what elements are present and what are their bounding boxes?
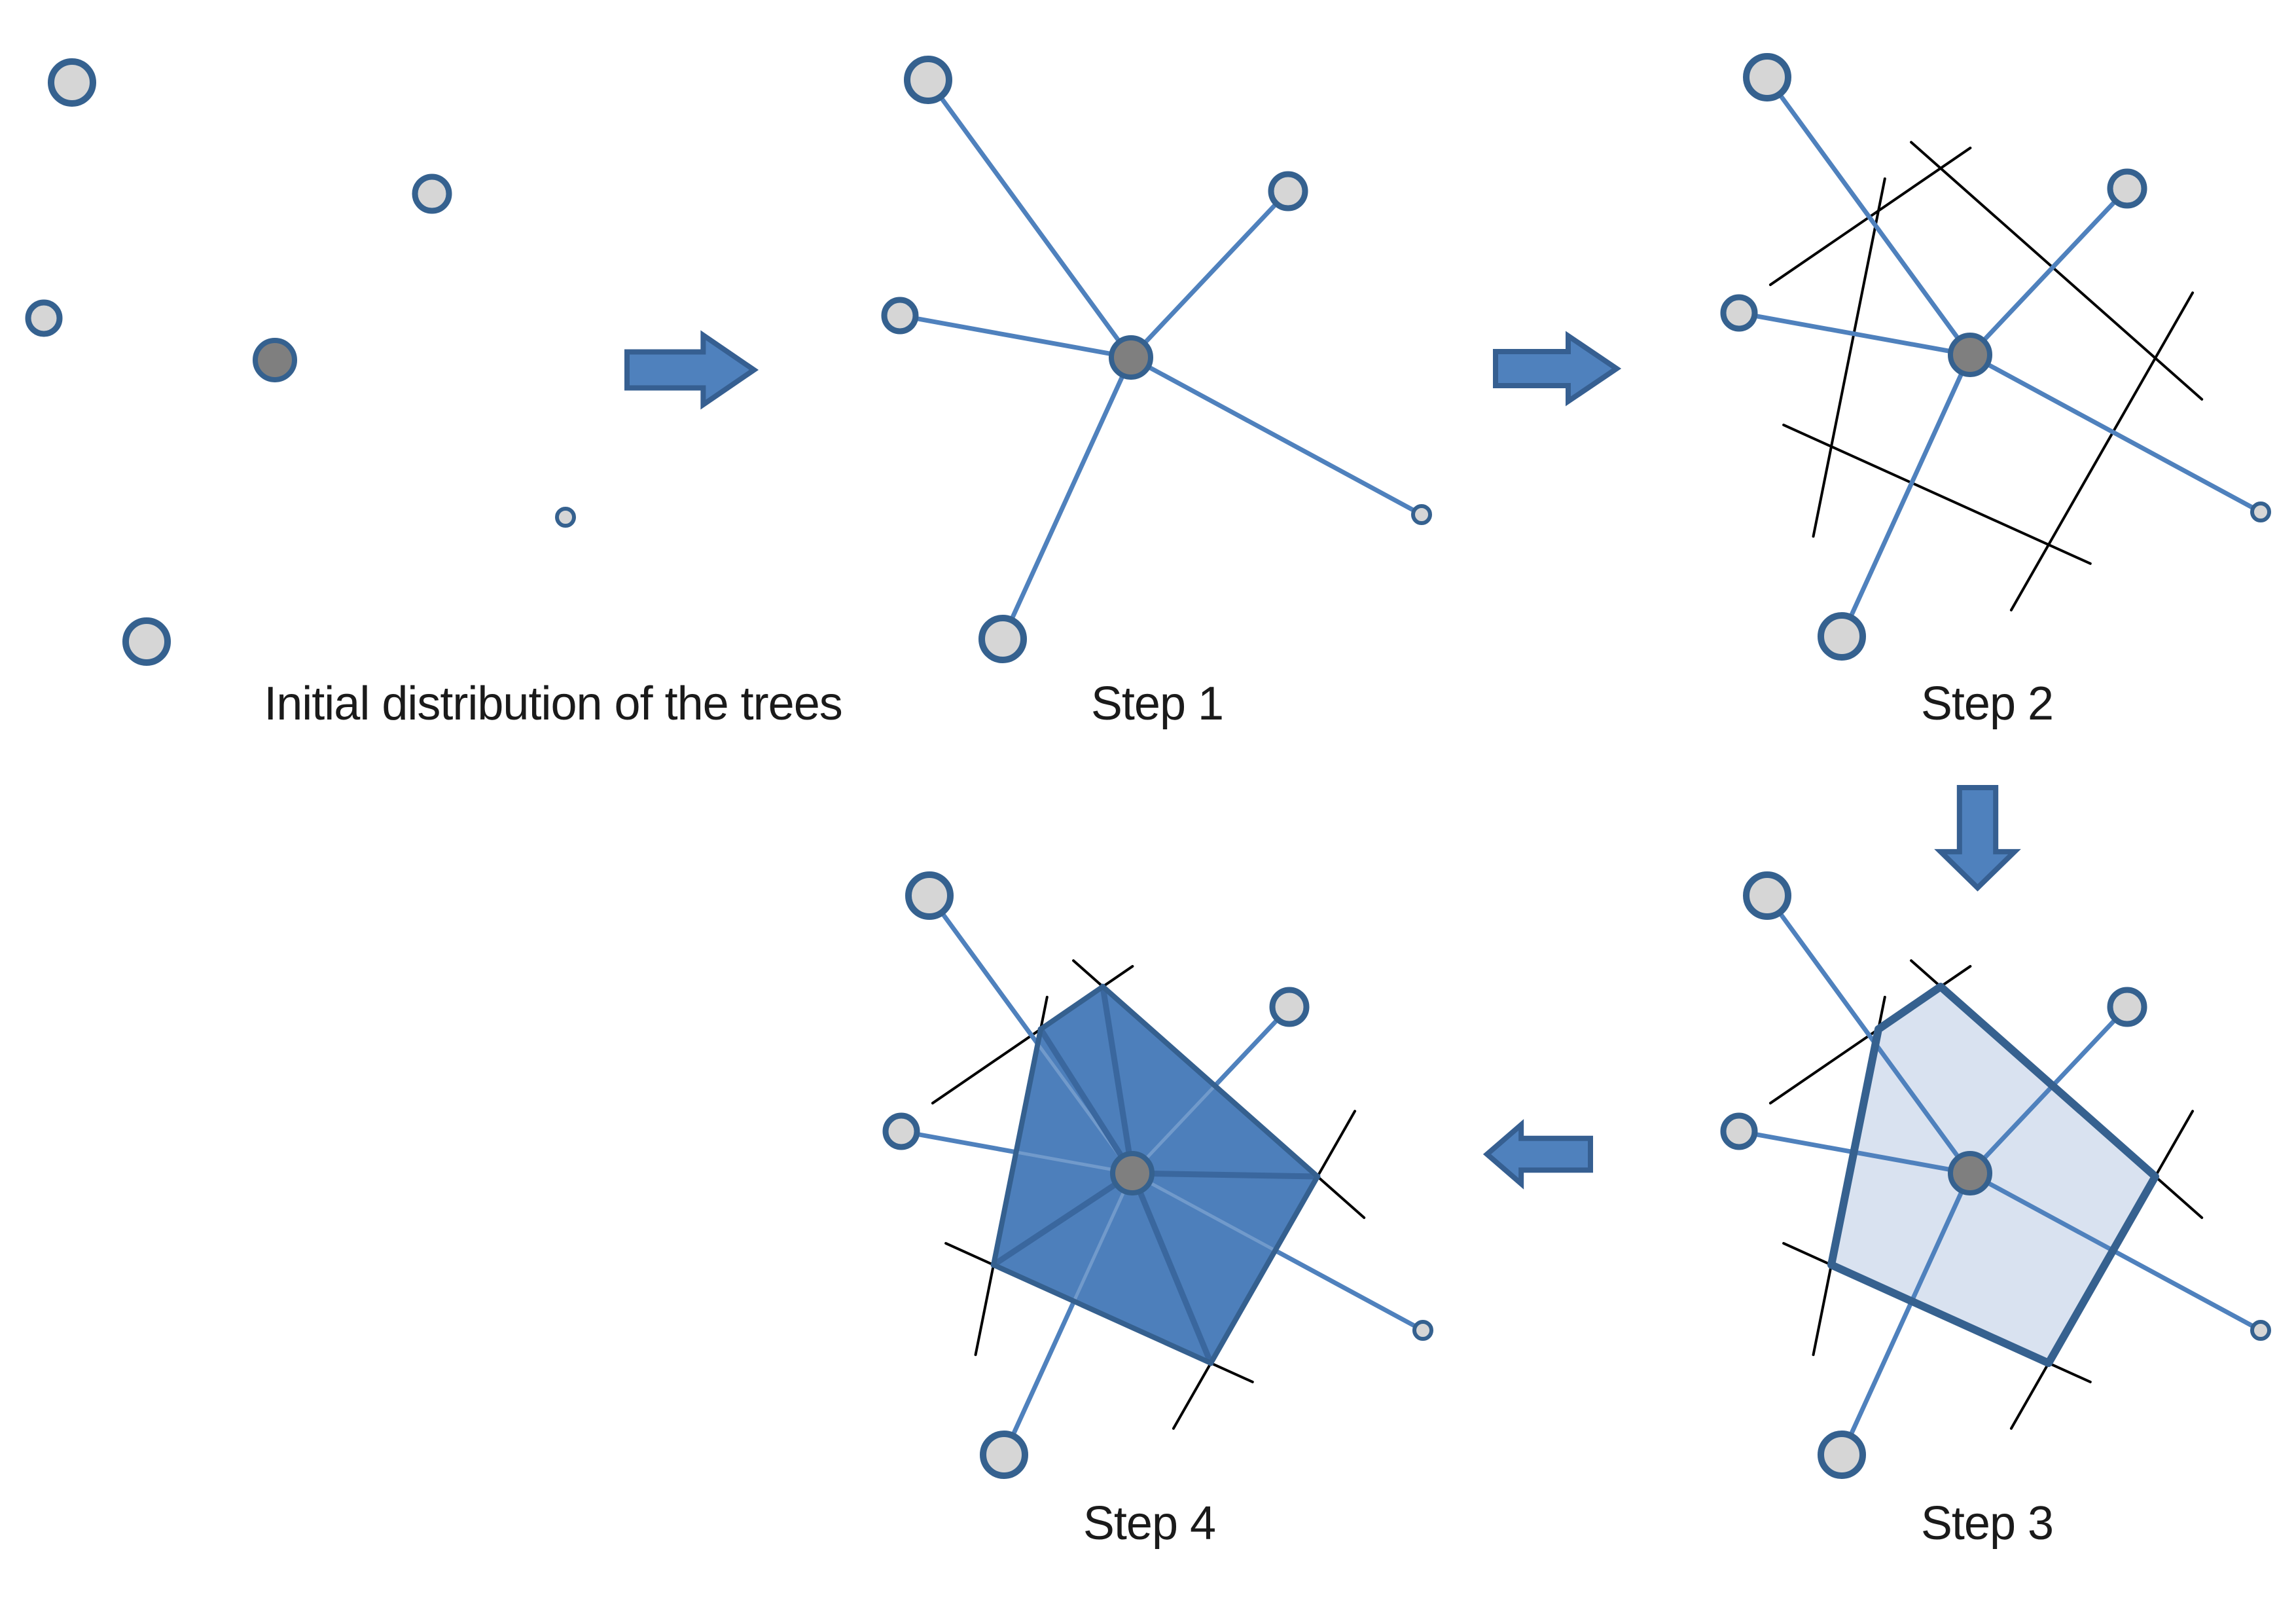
tree-top-right	[412, 173, 452, 214]
label-step-2: Step 2	[1921, 678, 2053, 730]
edge-line	[897, 313, 1134, 360]
edge-line	[1128, 189, 1291, 360]
edge-line	[1000, 355, 1134, 642]
tree-small-right	[2250, 501, 2271, 522]
center-tree-node	[1110, 1151, 1155, 1195]
tree-left	[881, 297, 919, 335]
voronoi-cell-fill	[1831, 987, 2155, 1363]
bisector-line	[1782, 424, 2092, 565]
flow-arrow-initial-to-step1	[624, 330, 759, 410]
edge-line	[1765, 893, 1973, 1176]
flow-arrow-step2-to-step3	[1934, 785, 2021, 892]
edge-line	[1839, 352, 1973, 639]
edge-line	[1967, 1004, 2130, 1176]
tree-top-left	[48, 58, 96, 107]
spoke-line	[1129, 1170, 1321, 1180]
tree-left	[1720, 294, 1758, 332]
label-step-4: Step 4	[1083, 1497, 1215, 1550]
center-tree-node	[1109, 335, 1153, 380]
spoke-line	[1037, 1026, 1136, 1176]
spoke-line	[1129, 1170, 1214, 1366]
tree-top-right	[1268, 171, 1308, 211]
tree-top-left	[1743, 53, 1791, 101]
voronoi-cell-border	[991, 984, 1320, 1366]
tree-small-right	[1411, 504, 1432, 525]
tree-small-right	[1412, 1320, 1433, 1341]
edge-line	[1128, 355, 1424, 517]
tree-top-left	[904, 56, 952, 104]
center-tree-node	[253, 338, 297, 382]
bisector-line	[1812, 177, 1886, 538]
tree-bottom	[1818, 1431, 1866, 1479]
edge-line	[1967, 352, 2263, 515]
tree-bottom	[1818, 612, 1866, 661]
tree-small-right	[2250, 1320, 2271, 1341]
bisector-line	[2009, 291, 2195, 611]
edge-line	[1736, 310, 1973, 357]
label-initial-distribution: Initial distribution of the trees	[264, 678, 842, 730]
center-tree-node	[1948, 1151, 1992, 1195]
tree-left	[1720, 1112, 1758, 1150]
edge-line	[1839, 1171, 1973, 1457]
tree-small-right	[555, 507, 576, 528]
bisector-line	[1910, 141, 2204, 401]
spoke-line	[1100, 983, 1136, 1176]
label-step-1: Step 1	[1091, 678, 1223, 730]
tree-left	[25, 299, 63, 337]
tree-top-left	[1743, 871, 1791, 920]
edge-line	[1967, 186, 2130, 357]
voronoi-cell-border	[1827, 983, 2159, 1367]
tree-bottom	[980, 1431, 1028, 1479]
flow-arrow-step1-to-step2	[1493, 331, 1622, 407]
tree-top-left	[905, 871, 954, 920]
tree-left	[882, 1112, 920, 1150]
edge-line	[925, 77, 1134, 360]
tree-top-right	[2107, 987, 2147, 1027]
spoke-line	[990, 1170, 1136, 1268]
label-step-3: Step 3	[1921, 1497, 2053, 1550]
tree-bottom	[978, 615, 1027, 663]
tree-bottom	[122, 617, 171, 666]
center-tree-node	[1948, 333, 1992, 377]
tree-top-right	[2107, 168, 2147, 209]
tree-top-right	[1269, 987, 1310, 1027]
edge-line	[1765, 75, 1973, 357]
flow-arrow-step3-to-step4	[1482, 1119, 1593, 1190]
